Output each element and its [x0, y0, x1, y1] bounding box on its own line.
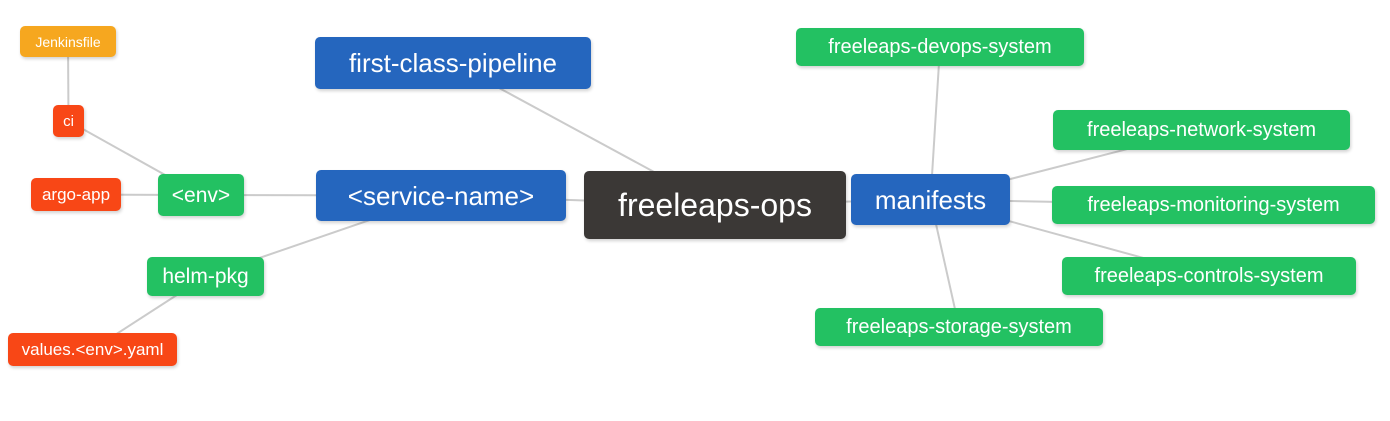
node-freeleaps-ops-root[interactable]: freeleaps-ops: [584, 171, 846, 239]
node-argo-app[interactable]: argo-app: [31, 178, 121, 211]
node-service-name[interactable]: <service-name>: [316, 170, 566, 221]
node-ci[interactable]: ci: [53, 105, 84, 137]
node-freeleaps-devops-system[interactable]: freeleaps-devops-system: [796, 28, 1084, 66]
node-freeleaps-controls-system[interactable]: freeleaps-controls-system: [1062, 257, 1356, 295]
node-first-class-pipeline[interactable]: first-class-pipeline: [315, 37, 591, 89]
node-freeleaps-network-system[interactable]: freeleaps-network-system: [1053, 110, 1350, 150]
node-values-env-yaml[interactable]: values.<env>.yaml: [8, 333, 177, 366]
node-env[interactable]: <env>: [158, 174, 244, 216]
node-jenkinsfile[interactable]: Jenkinsfile: [20, 26, 116, 57]
node-manifests[interactable]: manifests: [851, 174, 1010, 225]
node-helm-pkg[interactable]: helm-pkg: [147, 257, 264, 296]
node-freeleaps-storage-system[interactable]: freeleaps-storage-system: [815, 308, 1103, 346]
node-freeleaps-monitoring-system[interactable]: freeleaps-monitoring-system: [1052, 186, 1375, 224]
